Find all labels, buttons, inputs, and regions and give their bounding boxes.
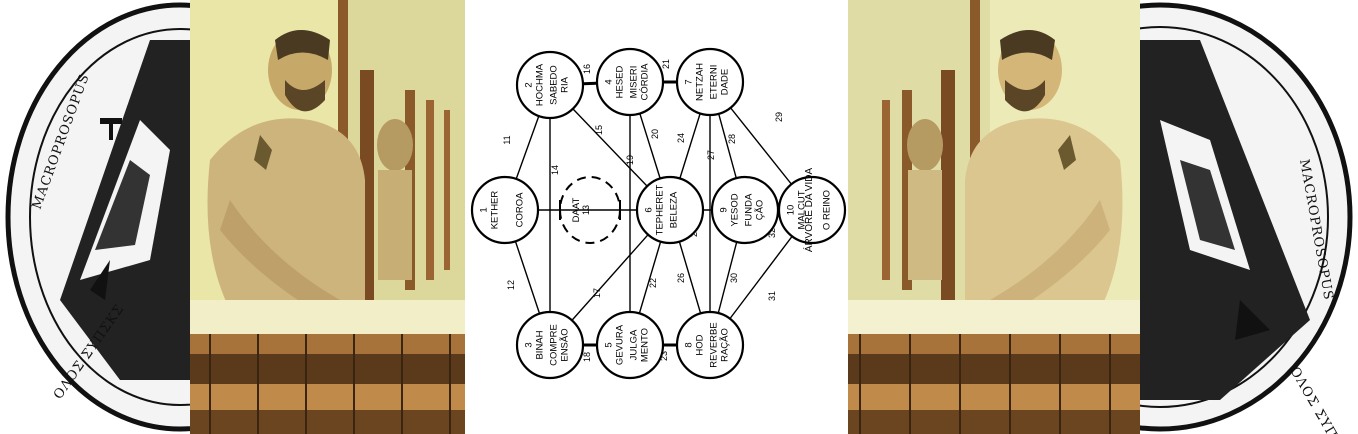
path-number-18: 18 [582,352,592,362]
sephirah-text-netzah-0: 7 [684,79,695,84]
path-number-27: 27 [706,150,716,160]
tree-title: ÁRVORE DA VIDA [802,168,815,253]
sephirah-text-yesod-1: YESOD [730,193,741,226]
path-number-23: 23 [659,351,669,361]
sephirah-text-hesed-1: HESED [615,65,626,98]
sephirah-text-netzah-1: NETZAH [695,63,706,101]
sephirah-circle-kether [470,175,540,245]
sephirah-text-hod-0: 8 [684,342,695,347]
sephirah-text-tepheret-2: BELEZA [669,191,680,228]
path-number-13: 13 [581,205,591,215]
path-number-29: 29 [774,112,784,122]
path-number-20: 20 [650,129,660,139]
sephirah-text-hod-2: REVERBE [709,322,720,367]
sephirah-text-hochma-1: HOCHMA [535,63,546,106]
right-photo-man-at-mirror [848,0,1140,434]
daat-label: DAAT [571,197,582,222]
sephirah-text-malcut-1: MALCUT [797,190,808,229]
sephirah-text-gevura-0: 5 [604,342,615,347]
sephirah-text-gevura-2: JULGA [629,329,640,360]
daat-group: DAAT [559,176,621,244]
path-number-12: 12 [506,280,516,290]
sephirah-text-hochma-3: RIA [560,76,571,93]
left-photo-man-at-mirror [190,0,465,434]
path-number-22: 22 [648,278,658,288]
sephirah-text-malcut-0: 10 [786,205,797,216]
path-number-28: 28 [727,134,737,144]
sephirah-text-malcut-3: O REINO [822,190,833,230]
sephirah-text-hesed-2: MISERI [629,66,640,99]
right-seal-engraving: MACROPROSOPUS ΟΛΟΣ ΣΥΠΣ [1140,0,1358,434]
sephirah-text-netzah-3: DADE [720,69,731,95]
sephirah-text-gevura-3: MENTO [640,328,651,362]
sephirah-text-hochma-2: SABEDO [549,65,560,105]
sephirah-circle-tepheret [635,175,705,245]
sephirah-text-hod-1: HOD [695,334,706,355]
sephirah-text-yesod-2: FUNDA [744,193,755,226]
sephirah-text-binah-2: COMPRE [549,324,560,366]
path-number-15: 15 [594,125,604,135]
sephirah-text-binah-1: BINAH [535,330,546,359]
sephirah-text-kether-3: COROA [515,192,526,228]
sephirah-text-hochma-0: 2 [524,82,535,87]
path-number-21: 21 [661,59,671,69]
path-number-31: 31 [767,291,777,301]
sephirah-text-hod-3: RAÇÃO [720,328,731,362]
sephirah-text-yesod-0: 9 [719,207,730,212]
tree-of-life-svg: 1112131415161718192021222324252627282930… [470,47,847,380]
path-number-30: 30 [729,273,739,283]
path-number-11: 11 [502,135,512,144]
sephirah-text-hesed-3: CÓRDIA [640,63,651,101]
sephirah-text-tepheret-0: 6 [644,207,655,212]
sephirah-text-netzah-2: ETERNI [709,65,720,100]
path-number-17: 17 [592,288,602,298]
sephirah-circle-hod [675,310,745,380]
path-number-19: 19 [625,155,635,165]
path-number-16: 16 [582,64,592,74]
sephirah-text-yesod-3: ÇÃO [755,200,766,221]
left-seal-engraving: MACROPROSOPUS ΟΛΟΣ ΣΥΠΣΚΣ [0,0,190,434]
tree-of-life-diagram: 1112131415161718192021222324252627282930… [465,0,848,434]
sephirah-circle-hochma [515,50,585,120]
path-number-14: 14 [550,165,560,175]
sephirah-text-binah-3: ENSÃO [560,328,571,361]
sephirah-text-kether-1: KETHER [490,191,501,230]
sephirah-circle-binah [515,310,585,380]
sephirah-text-tepheret-1: TEPHERET [655,184,666,235]
sephirah-text-binah-0: 3 [524,342,535,347]
path-number-26: 26 [676,273,686,283]
sephirah-text-gevura-1: GEVURA [615,324,626,365]
path-number-32: 32 [767,228,777,238]
sephirah-text-hesed-0: 4 [604,79,615,84]
sephirah-circle-malcut [777,175,847,245]
sephirah-circle-gevura [595,310,665,380]
sephirah-text-kether-0: 1 [479,207,490,212]
sephirah-circle-netzah [675,47,745,117]
path-number-24: 24 [676,133,686,143]
daat-circle [559,176,621,244]
sephirah-circle-hesed [595,47,665,117]
